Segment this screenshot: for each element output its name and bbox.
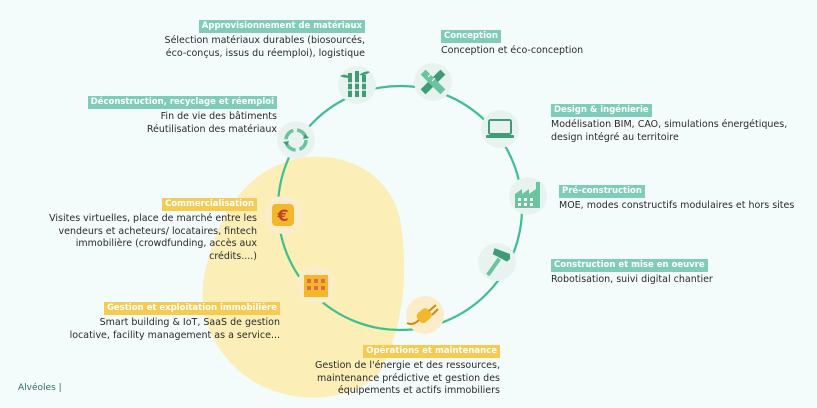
stage-desc-line: équipements et actifs immobiliers: [337, 385, 500, 396]
stage-title: Déconstruction, recyclage et réemploi: [87, 96, 277, 109]
stage-title: Design & ingénierie: [551, 104, 652, 117]
stage-title: Approvisionnement de matériaux: [198, 20, 365, 33]
laptop-icon: [481, 110, 519, 148]
stage-desc-line: Réutilisation des matériaux: [146, 123, 277, 135]
stage-construction: Construction et mise en oeuvre Robotisat…: [551, 259, 713, 287]
stage-desc-line: Robotisation, suivi digital chantier: [551, 274, 713, 285]
stage-title: Conception: [441, 30, 501, 43]
stage-desc-line: Visites virtuelles, place de marché entr…: [49, 213, 257, 224]
stage-desc-line: Sélection matériaux durables (biosourcés…: [164, 35, 365, 46]
stage-approvisionnement: Approvisionnement de matériaux Sélection…: [165, 20, 365, 60]
stage-desc-line: Modélisation BIM, CAO, simulations énerg…: [551, 119, 788, 130]
bamboo-icon: [338, 66, 376, 104]
stage-title: Construction et mise en oeuvre: [551, 259, 708, 272]
stage-gestion: Gestion et exploitation immobilière Smar…: [70, 302, 280, 342]
stage-commercialisation: Commercialisation Visites virtuelles, pl…: [49, 198, 257, 263]
stage-conception: Conception Conception et éco-conception: [441, 30, 583, 58]
euro-icon: €: [264, 196, 302, 234]
stage-desc-line: Conception et éco-conception: [441, 45, 584, 56]
stage-desc-line: design intégré au territoire: [551, 131, 679, 143]
stage-title: Opérations et maintenance: [363, 345, 500, 358]
stage-desc-line: vendeurs et acheteurs/ locataires, finte…: [58, 225, 257, 237]
stage-design: Design & ingénierie Modélisation BIM, CA…: [551, 104, 787, 144]
stage-desc-line: immobilière (crowdfunding, accès aux: [75, 238, 257, 249]
stage-desc-line: crédits....): [209, 250, 257, 262]
brand-logo-text: Alvéoles |: [18, 383, 62, 393]
stage-desc-line: maintenance prédictive et gestion des: [316, 372, 500, 384]
recycle-icon: [277, 121, 315, 159]
stage-preconstruction: Pré-construction MOE, modes constructifs…: [559, 185, 794, 213]
stage-desc-line: Fin de vie des bâtiments: [160, 111, 277, 122]
plug-icon: [406, 296, 444, 334]
stage-desc-line: MOE, modes constructifs modulaires et ho…: [559, 200, 795, 211]
stage-desc-line: Smart building & IoT, SaaS de gestion: [99, 317, 280, 328]
svg-text:€: €: [276, 206, 288, 225]
stage-operations: Opérations et maintenance Gestion de l'é…: [315, 345, 500, 398]
stage-desc-line: Gestion de l'énergie et des ressources,: [315, 360, 500, 371]
hammer-icon: [478, 243, 516, 281]
stage-title: Gestion et exploitation immobilière: [103, 302, 280, 315]
stage-title: Commercialisation: [162, 198, 257, 211]
factory-icon: [509, 177, 547, 215]
building-icon: [297, 266, 335, 304]
stage-deconstruction: Déconstruction, recyclage et réemploi Fi…: [87, 96, 277, 136]
stage-desc-line: locative, facility management as a servi…: [69, 329, 280, 341]
stage-title: Pré-construction: [559, 185, 645, 198]
stage-desc-line: éco-conçus, issus du réemploi), logistiq…: [165, 47, 365, 59]
ruler-pencil-icon: [414, 63, 452, 101]
